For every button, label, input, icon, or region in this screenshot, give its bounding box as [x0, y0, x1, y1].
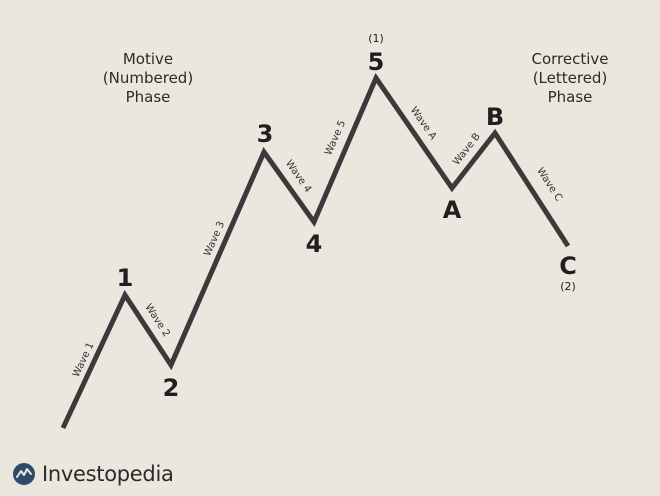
- investopedia-logo-icon: [13, 463, 35, 485]
- motive-phase-line-2: (Numbered): [102, 69, 194, 87]
- brand-name: Investopedia: [42, 462, 174, 486]
- wave-label-b: Wave B: [451, 131, 483, 167]
- motive-phase-line-1: Motive: [122, 50, 174, 68]
- wave-label-4: Wave 4: [283, 158, 313, 195]
- corrective-phase-line-2: (Lettered): [532, 69, 608, 87]
- corrective-phase-caption: Corrective (Lettered) Phase: [515, 50, 625, 107]
- motive-phase-line-3: Phase: [125, 88, 171, 106]
- point-label-a: A: [443, 196, 462, 224]
- point-sublabel-c: (2): [560, 280, 576, 293]
- motive-phase-caption: Motive (Numbered) Phase: [100, 50, 196, 107]
- point-label-2: 2: [163, 374, 180, 402]
- point-label-4: 4: [306, 230, 323, 258]
- point-sublabel-5: (1): [368, 32, 384, 45]
- point-label-3: 3: [257, 120, 274, 148]
- point-label-b: B: [486, 103, 504, 131]
- point-label-1: 1: [117, 264, 134, 292]
- wave-label-a: Wave A: [408, 105, 439, 142]
- point-label-5: 5: [368, 48, 385, 76]
- investopedia-brand: Investopedia: [12, 460, 174, 488]
- corrective-phase-line-3: Phase: [547, 88, 593, 106]
- point-label-c: C: [559, 252, 577, 280]
- wave-label-2: Wave 2: [142, 302, 171, 339]
- corrective-phase-line-1: Corrective: [531, 50, 609, 68]
- wave-path-line: [60, 72, 571, 430]
